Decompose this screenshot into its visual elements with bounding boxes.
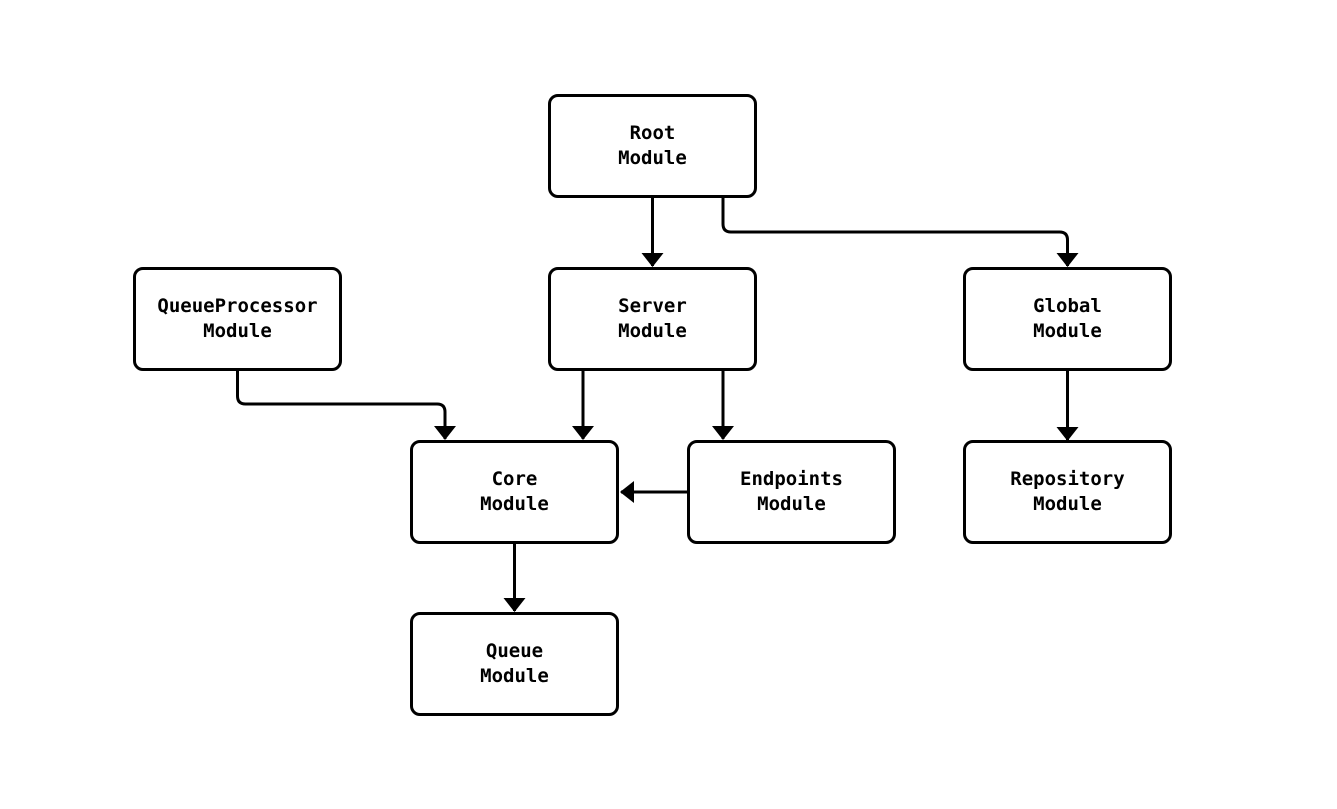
- node-label-line1: Repository: [1010, 468, 1125, 490]
- node-server-module: Server Module: [548, 267, 757, 371]
- node-label-line2: Module: [618, 320, 687, 342]
- node-label-line1: Endpoints: [740, 468, 843, 490]
- node-label-line1: Core: [491, 468, 538, 490]
- node-queue-module: Queue Module: [410, 612, 619, 716]
- node-label-line2: Module: [480, 665, 549, 687]
- node-label-line1: QueueProcessor: [157, 295, 318, 317]
- edge-root-to-global: [721, 198, 1079, 267]
- node-label-line1: Global: [1033, 295, 1102, 317]
- node-label-line1: Server: [618, 295, 687, 317]
- node-label-line2: Module: [480, 493, 549, 515]
- node-label-line2: Module: [203, 320, 272, 342]
- node-global-module: Global Module: [963, 267, 1172, 371]
- node-core-module: Core Module: [410, 440, 619, 544]
- node-label-line1: Queue: [485, 640, 544, 662]
- node-root-module: Root Module: [548, 94, 757, 198]
- node-queueprocessor-module: QueueProcessor Module: [133, 267, 342, 371]
- node-repository-module: Repository Module: [963, 440, 1172, 544]
- node-label-line2: Module: [618, 147, 687, 169]
- node-label-line2: Module: [1033, 320, 1102, 342]
- node-label-line1: Root: [629, 122, 676, 144]
- node-label-line2: Module: [1033, 493, 1102, 515]
- node-label-line2: Module: [757, 493, 826, 515]
- node-endpoints-module: Endpoints Module: [687, 440, 896, 544]
- edge-queueprocessor-to-core: [236, 371, 456, 440]
